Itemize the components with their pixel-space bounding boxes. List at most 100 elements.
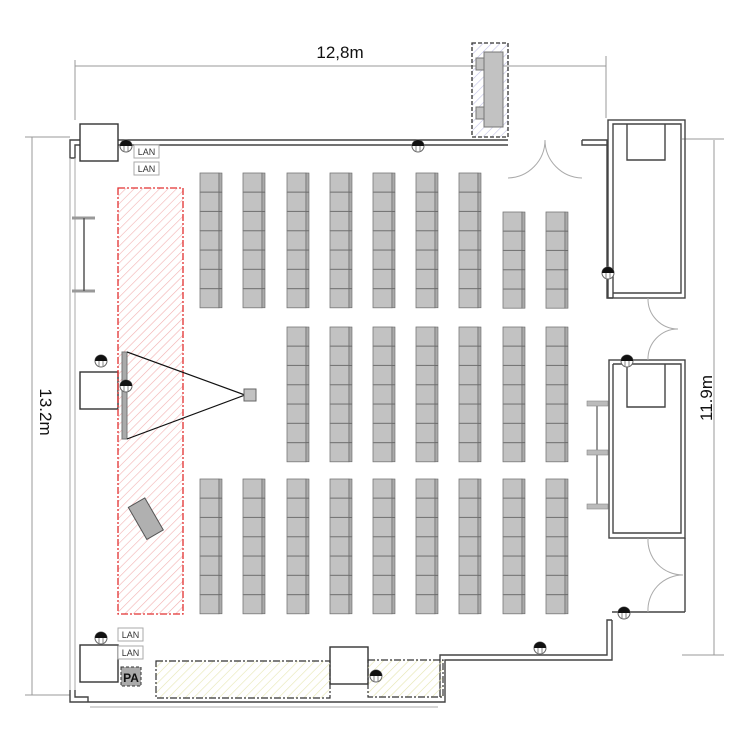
- seat[interactable]: [286, 345, 310, 366]
- seat[interactable]: [329, 211, 353, 232]
- seat[interactable]: [372, 403, 396, 424]
- seat[interactable]: [458, 191, 482, 212]
- seat[interactable]: [415, 172, 439, 193]
- seat[interactable]: [502, 326, 526, 347]
- seat[interactable]: [372, 365, 396, 386]
- seat[interactable]: [415, 345, 439, 366]
- seat[interactable]: [329, 269, 353, 289]
- seat[interactable]: [545, 575, 569, 595]
- seat[interactable]: [329, 230, 353, 251]
- seat[interactable]: [545, 211, 569, 232]
- seat[interactable]: [329, 536, 353, 557]
- seat[interactable]: [242, 269, 266, 289]
- seat[interactable]: [242, 555, 266, 576]
- seat[interactable]: [329, 594, 353, 615]
- seat[interactable]: [329, 326, 353, 347]
- seat[interactable]: [502, 384, 526, 405]
- seat[interactable]: [458, 211, 482, 232]
- seat[interactable]: [545, 478, 569, 499]
- seat[interactable]: [458, 249, 482, 270]
- seat[interactable]: [545, 594, 569, 615]
- seat[interactable]: [502, 288, 526, 309]
- seat[interactable]: [329, 191, 353, 212]
- seat[interactable]: [242, 230, 266, 251]
- seat[interactable]: [545, 326, 569, 347]
- seat[interactable]: [372, 172, 396, 193]
- seat[interactable]: [286, 442, 310, 463]
- seat[interactable]: [502, 594, 526, 615]
- seat[interactable]: [242, 191, 266, 212]
- seat[interactable]: [372, 345, 396, 366]
- seat[interactable]: [372, 594, 396, 615]
- seat[interactable]: [458, 326, 482, 347]
- seat[interactable]: [458, 365, 482, 386]
- seat[interactable]: [329, 478, 353, 499]
- seat[interactable]: [329, 442, 353, 463]
- seat[interactable]: [502, 269, 526, 290]
- seat[interactable]: [502, 575, 526, 595]
- seat[interactable]: [372, 288, 396, 309]
- seat[interactable]: [415, 384, 439, 405]
- seat[interactable]: [329, 172, 353, 193]
- seat[interactable]: [415, 536, 439, 557]
- seat[interactable]: [502, 555, 526, 576]
- seat[interactable]: [502, 536, 526, 557]
- seat[interactable]: [242, 517, 266, 537]
- seat[interactable]: [199, 191, 223, 212]
- seat[interactable]: [458, 594, 482, 615]
- seat[interactable]: [242, 288, 266, 309]
- seat[interactable]: [372, 423, 396, 443]
- seat[interactable]: [458, 555, 482, 576]
- seat[interactable]: [199, 172, 223, 193]
- seat[interactable]: [199, 249, 223, 270]
- seat[interactable]: [329, 365, 353, 386]
- seat[interactable]: [415, 478, 439, 499]
- seat[interactable]: [502, 230, 526, 251]
- seat[interactable]: [199, 269, 223, 289]
- seat[interactable]: [329, 575, 353, 595]
- seat[interactable]: [329, 555, 353, 576]
- seat[interactable]: [286, 555, 310, 576]
- seat[interactable]: [286, 575, 310, 595]
- seat[interactable]: [242, 536, 266, 557]
- seat[interactable]: [329, 403, 353, 424]
- seat[interactable]: [502, 442, 526, 463]
- seat[interactable]: [415, 230, 439, 251]
- seat[interactable]: [286, 230, 310, 251]
- seat[interactable]: [199, 497, 223, 518]
- seat[interactable]: [286, 326, 310, 347]
- seat[interactable]: [415, 326, 439, 347]
- seat[interactable]: [545, 365, 569, 386]
- seat[interactable]: [502, 365, 526, 386]
- seat[interactable]: [502, 211, 526, 232]
- seat[interactable]: [286, 594, 310, 615]
- seat[interactable]: [415, 191, 439, 212]
- seat[interactable]: [458, 172, 482, 193]
- seat[interactable]: [372, 191, 396, 212]
- seat[interactable]: [242, 172, 266, 193]
- seat[interactable]: [286, 211, 310, 232]
- seat[interactable]: [415, 211, 439, 232]
- seat[interactable]: [372, 384, 396, 405]
- seat[interactable]: [458, 403, 482, 424]
- seat[interactable]: [545, 269, 569, 290]
- seat[interactable]: [458, 384, 482, 405]
- seat[interactable]: [199, 288, 223, 309]
- seat[interactable]: [372, 249, 396, 270]
- seat[interactable]: [545, 497, 569, 518]
- seat[interactable]: [458, 478, 482, 499]
- seat[interactable]: [242, 249, 266, 270]
- seat[interactable]: [545, 403, 569, 424]
- seat[interactable]: [415, 249, 439, 270]
- seat[interactable]: [329, 288, 353, 309]
- seat[interactable]: [545, 517, 569, 537]
- seat[interactable]: [415, 497, 439, 518]
- seat[interactable]: [545, 423, 569, 443]
- seat[interactable]: [545, 230, 569, 251]
- seat[interactable]: [286, 269, 310, 289]
- seat[interactable]: [545, 555, 569, 576]
- seat[interactable]: [199, 536, 223, 557]
- seat[interactable]: [458, 517, 482, 537]
- seat[interactable]: [329, 384, 353, 405]
- seat[interactable]: [199, 555, 223, 576]
